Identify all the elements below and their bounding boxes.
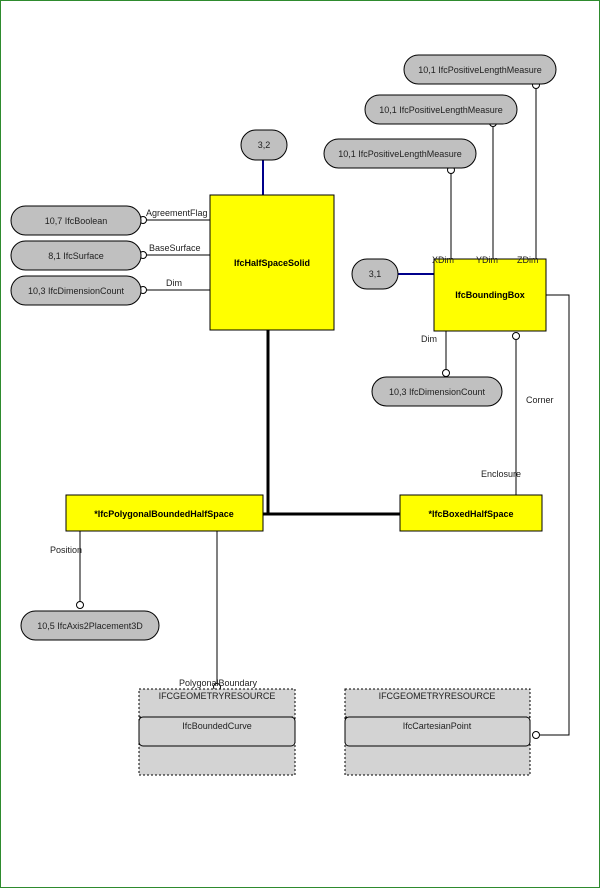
- corner-end-circle: [532, 731, 540, 739]
- attr-dim-box: Dim: [421, 334, 437, 344]
- type-pill-axis2placement[interactable]: 10,5 IfcAxis2Placement3D: [20, 610, 160, 641]
- schema-group-cartesian-point-entity: IfcCartesianPoint: [403, 721, 472, 731]
- attr-xdim: XDim: [432, 255, 454, 265]
- entity-polygonal-bounded-label: *IfcPolygonalBoundedHalfSpace: [94, 509, 234, 519]
- attr-polygonal-boundary: PolygonalBoundary: [179, 678, 258, 688]
- position-end-circle: [76, 601, 84, 609]
- type-pill-dimension-count-box-label: 10,3 IfcDimensionCount: [389, 387, 486, 397]
- ref-pill-3-1[interactable]: 3,1: [351, 258, 399, 290]
- attr-zdim: ZDim: [517, 255, 539, 265]
- attr-agreement-flag: AgreementFlag: [146, 208, 208, 218]
- type-pill-axis2placement-label: 10,5 IfcAxis2Placement3D: [37, 621, 143, 631]
- schema-group-bounded-curve-schema: IFCGEOMETRYRESOURCE: [159, 691, 276, 701]
- schema-group-bounded-curve[interactable]: IFCGEOMETRYRESOURCE IfcBoundedCurve: [138, 688, 296, 776]
- type-pill-surface-label: 8,1 IfcSurface: [48, 251, 104, 261]
- dim-box-end-circle: [442, 369, 450, 377]
- type-pill-boolean-label: 10,7 IfcBoolean: [45, 216, 108, 226]
- ref-pill-3-1-label: 3,1: [369, 269, 382, 279]
- attr-dim-solid: Dim: [166, 278, 182, 288]
- enclosure-end-circle: [512, 332, 520, 340]
- type-pill-plm-x-label: 10,1 IfcPositiveLengthMeasure: [338, 149, 462, 159]
- attr-enclosure: Enclosure: [481, 469, 521, 479]
- schema-group-cartesian-point-schema: IFCGEOMETRYRESOURCE: [379, 691, 496, 701]
- schema-group-cartesian-point[interactable]: IFCGEOMETRYRESOURCE IfcCartesianPoint: [344, 688, 531, 776]
- type-pill-dimension-count-solid-label: 10,3 IfcDimensionCount: [28, 286, 125, 296]
- entity-box-boxed-half-space[interactable]: *IfcBoxedHalfSpace: [399, 494, 543, 532]
- entity-half-space-solid-label: IfcHalfSpaceSolid: [234, 258, 310, 268]
- entity-box-polygonal-bounded[interactable]: *IfcPolygonalBoundedHalfSpace: [65, 494, 264, 532]
- type-pill-dimension-count-box[interactable]: 10,3 IfcDimensionCount: [371, 376, 503, 407]
- ref-pill-3-2-label: 3,2: [258, 140, 271, 150]
- type-pill-boolean[interactable]: 10,7 IfcBoolean: [10, 205, 142, 236]
- type-pill-plm-y-label: 10,1 IfcPositiveLengthMeasure: [379, 105, 503, 115]
- entity-box-bounding-box[interactable]: IfcBoundingBox: [433, 258, 547, 332]
- attr-position: Position: [50, 545, 82, 555]
- entity-boxed-half-space-label: *IfcBoxedHalfSpace: [428, 509, 513, 519]
- ref-pill-3-2[interactable]: 3,2: [240, 129, 288, 161]
- type-pill-plm-z-label: 10,1 IfcPositiveLengthMeasure: [418, 65, 542, 75]
- attr-corner: Corner: [526, 395, 554, 405]
- type-pill-plm-x[interactable]: 10,1 IfcPositiveLengthMeasure: [323, 138, 477, 169]
- attr-base-surface: BaseSurface: [149, 243, 201, 253]
- type-pill-plm-z[interactable]: 10,1 IfcPositiveLengthMeasure: [403, 54, 557, 85]
- type-pill-plm-y[interactable]: 10,1 IfcPositiveLengthMeasure: [364, 94, 518, 125]
- entity-bounding-box-label: IfcBoundingBox: [455, 290, 525, 300]
- type-pill-surface[interactable]: 8,1 IfcSurface: [10, 240, 142, 271]
- attr-ydim: YDim: [476, 255, 498, 265]
- schema-group-bounded-curve-entity: IfcBoundedCurve: [182, 721, 252, 731]
- type-pill-dimension-count-solid[interactable]: 10,3 IfcDimensionCount: [10, 275, 142, 306]
- corner-line: [540, 294, 570, 736]
- entity-box-half-space-solid[interactable]: IfcHalfSpaceSolid: [209, 194, 335, 331]
